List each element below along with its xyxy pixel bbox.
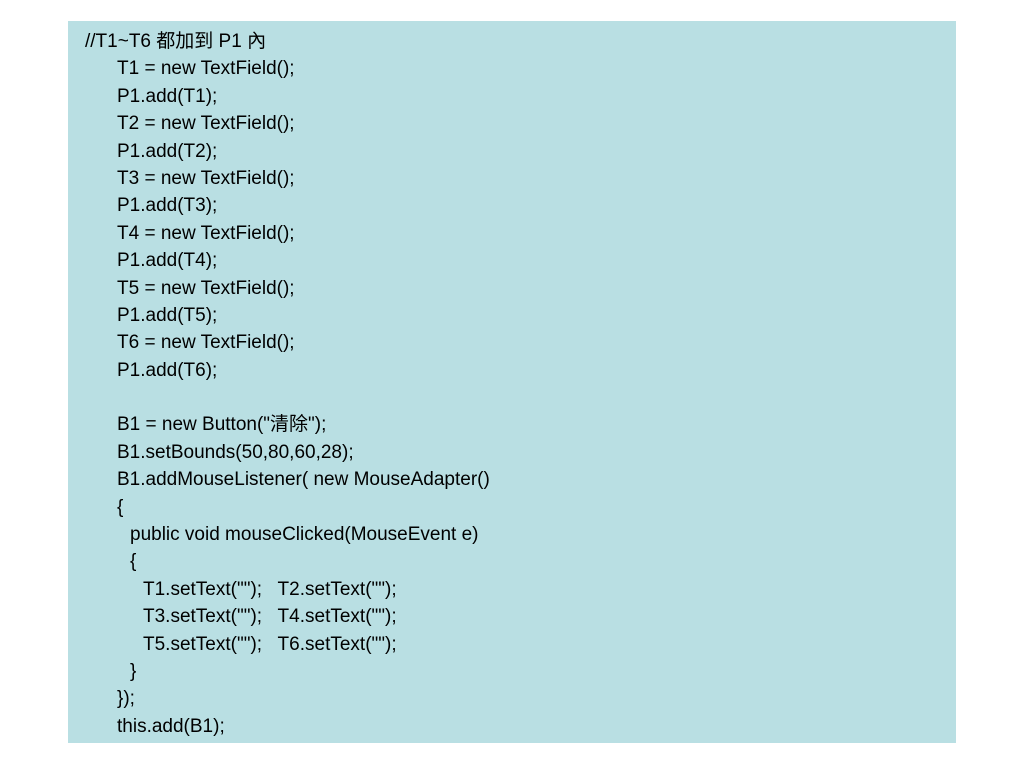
code-line: T1.setText(""); T2.setText(""); [143,578,397,600]
code-line: //T1~T6 都加到 P1 內 [85,31,267,52]
code-line: T4 = new TextField(); [117,222,295,244]
code-line: public void mouseClicked(MouseEvent e) [130,524,479,546]
code-line: B1.addMouseListener( new MouseAdapter() [117,469,490,491]
code-line: T5.setText(""); T6.setText(""); [143,633,397,655]
code-line: P1.add(T2); [117,140,218,162]
code-line: P1.add(T5); [117,304,218,326]
code-line: P1.add(T3); [117,195,218,217]
code-line: T5 = new TextField(); [117,277,295,299]
code-line: P1.add(T4); [117,250,218,272]
code-line: T1 = new TextField(); [117,58,295,80]
code-blank-line [68,384,956,411]
code-line: T6 = new TextField(); [117,332,295,354]
code-line: { [117,496,124,518]
code-line: P1.add(T6); [117,359,218,381]
code-line: T2 = new TextField(); [117,113,295,135]
code-line: { [130,551,137,573]
code-line: P1.add(T1); [117,85,218,107]
code-line: } [130,660,137,682]
code-block: //T1~T6 都加到 P1 內 T1 = new TextField(); P1.… [68,21,956,743]
code-line: B1 = new Button("清除"); [117,414,327,436]
code-line: B1.setBounds(50,80,60,28); [117,441,354,463]
code-line: T3 = new TextField(); [117,167,295,189]
code-line: }); [117,688,135,710]
code-line: T3.setText(""); T4.setText(""); [143,606,397,628]
code-line: this.add(B1); [117,715,225,737]
